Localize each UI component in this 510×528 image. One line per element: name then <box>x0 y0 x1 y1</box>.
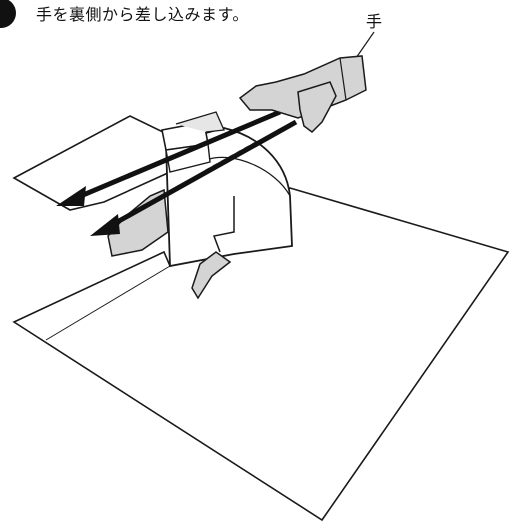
center-fold-line <box>45 265 171 341</box>
callout-leader-line <box>355 31 375 59</box>
hand-piece-main <box>238 55 367 119</box>
insertion-arrows <box>56 109 298 236</box>
hand-piece-lower-finger <box>297 81 337 133</box>
hand-callout-label: 手 <box>366 12 383 31</box>
hand-piece-fold <box>339 57 347 101</box>
arrow-lower-head <box>90 214 120 236</box>
arrow-lower-shaft <box>108 119 298 229</box>
arrow-upper-head <box>56 186 86 206</box>
head-block-back <box>175 111 225 133</box>
arrow-upper-shaft <box>75 109 281 201</box>
leg-slit <box>212 196 235 253</box>
body-fold-curve <box>205 156 291 197</box>
instruction-text: 手を裏側から差し込みます。 <box>36 5 249 24</box>
step-number-badge <box>0 0 16 28</box>
gray-foot-piece <box>191 251 232 300</box>
hand-piece <box>238 55 367 133</box>
